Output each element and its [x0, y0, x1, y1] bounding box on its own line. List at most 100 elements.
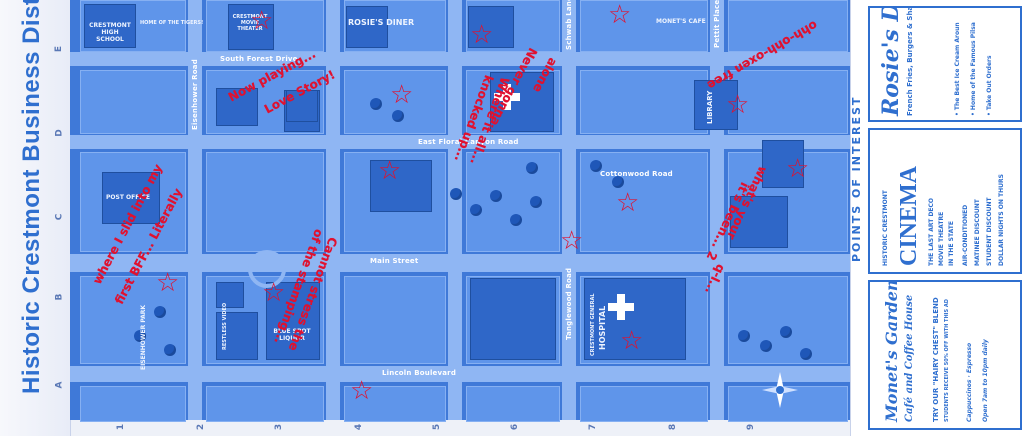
high-school-label: CRESTMONT HIGH SCHOOL	[89, 22, 131, 43]
tree-icon	[760, 340, 772, 352]
city-block	[580, 386, 708, 422]
city-block	[344, 386, 446, 422]
city-block	[206, 152, 324, 252]
tree-icon	[612, 176, 624, 188]
cinema-card-line: THE LAST ART DECO	[928, 197, 935, 266]
city-block	[580, 0, 708, 52]
monets-card-sub: Café and Coffee House	[904, 294, 915, 422]
city-block	[728, 0, 848, 52]
road	[710, 0, 724, 420]
hospital-sublabel: CRESTMONT GENERAL	[590, 293, 596, 356]
road	[188, 0, 202, 420]
city-block	[80, 70, 186, 134]
hospital-building	[584, 278, 686, 360]
grid-letter: A	[54, 381, 65, 389]
monets-card-drinks: Cappuccinos · Espresso	[966, 342, 973, 422]
movie-theater-building	[228, 4, 274, 50]
building	[216, 282, 244, 308]
video-store-building	[216, 312, 258, 360]
star-doodle-icon: ☆	[390, 80, 414, 110]
star-doodle-icon: ☆	[262, 278, 286, 308]
title-band: Historic Crestmont Business Distr	[0, 0, 71, 436]
poi-heading: POINTS OF INTEREST	[850, 95, 863, 262]
building	[762, 140, 804, 188]
rosies-card-name: Rosie's Diner	[878, 6, 904, 116]
cinema-card-bullet: DOLLAR NIGHTS ON THURS	[998, 174, 1005, 266]
tree-icon	[530, 196, 542, 208]
star-doodle-icon: ☆	[726, 90, 750, 120]
cinema-card-bullet: MATINEE DISCOUNT	[974, 199, 981, 266]
road	[562, 0, 576, 420]
building	[730, 196, 788, 248]
star-doodle-icon: ☆	[350, 376, 374, 406]
star-doodle-icon: ☆	[616, 188, 640, 218]
grid-letter: C	[54, 213, 65, 221]
tree-icon	[450, 188, 462, 200]
grid-letter: D	[54, 129, 65, 137]
high-school-building	[84, 4, 136, 48]
grid-number: 8	[668, 423, 679, 431]
street-label-forest: South Forest Drive	[220, 55, 298, 63]
tree-icon	[490, 190, 502, 202]
cinema-card-bullet: AIR-CONDITIONED	[962, 204, 969, 266]
monets-garden-card: Monet's Garden Café and Coffee House TRY…	[868, 280, 1022, 430]
grid-letter: B	[54, 293, 65, 301]
tree-icon	[164, 344, 176, 356]
street-label-eisenhower: Eisenhower Road	[191, 59, 199, 130]
street-label-schwab: Schwab Lane	[565, 0, 573, 50]
district-map: Main Street Lincoln Boulevard East Flora…	[70, 0, 850, 422]
cinema-card: HISTORIC CRESTMONT CINEMA THE LAST ART D…	[868, 128, 1022, 274]
liquor-store-building	[266, 282, 320, 360]
city-block	[344, 276, 446, 364]
star-doodle-icon: ☆	[608, 0, 632, 30]
tree-icon	[370, 98, 382, 110]
tree-icon	[780, 326, 792, 338]
rosies-card-line: • Take Out Orders	[986, 55, 993, 116]
monets-card-name: Monet's Garden	[882, 280, 901, 422]
cinema-card-line: IN THE STATE	[948, 221, 955, 266]
rosies-card-line: • The Best Ice Cream Aroun	[954, 22, 961, 116]
grid-letters: A B C D E	[54, 0, 70, 436]
map-title: Historic Crestmont Business Distr	[18, 0, 45, 394]
star-doodle-icon: ☆	[786, 154, 810, 184]
diner-building	[346, 6, 388, 48]
street-label-cottonwood: Cottonwood Road	[600, 170, 673, 178]
star-doodle-icon: ☆	[378, 156, 402, 186]
building	[216, 88, 258, 126]
star-doodle-icon: ☆	[156, 268, 180, 298]
cinema-card-bullet: STUDENT DISCOUNT	[986, 197, 993, 266]
liquor-label: BLUE SPOT LIQUOR	[273, 328, 311, 342]
grid-number: 1	[116, 423, 127, 431]
hospital-label: HOSPITAL	[598, 305, 607, 350]
compass-rose-icon	[762, 372, 798, 408]
city-block	[466, 386, 560, 422]
road	[326, 0, 340, 420]
city-block	[344, 70, 446, 134]
building	[468, 6, 514, 48]
city-block	[80, 386, 186, 422]
hospital-cross-icon	[608, 294, 634, 320]
monets-card-promo: TRY OUR "HAIRY CHEST" BLEND	[932, 297, 940, 422]
tree-icon	[510, 214, 522, 226]
video-label: RESTLESS VIDEO	[222, 302, 228, 350]
grid-number: 2	[196, 423, 207, 431]
building	[370, 160, 432, 212]
star-doodle-icon: ☆	[560, 226, 584, 256]
grid-number: 7	[588, 423, 599, 431]
tree-icon	[392, 110, 404, 122]
rosies-card-line: • Home of the Famous Pilsa	[970, 22, 977, 116]
tree-icon	[134, 330, 146, 342]
grid-number: 3	[274, 423, 285, 431]
star-doodle-icon: ☆	[250, 6, 274, 36]
roundabout	[248, 250, 286, 288]
street-label-main: Main Street	[370, 257, 419, 265]
park-label: EISENHOWER PARK	[140, 304, 147, 370]
tigers-label: Home of the TIGERS!	[140, 20, 204, 26]
grid-numbers: 1 2 3 4 5 6 7 8 9	[70, 418, 890, 436]
monets-card-promo2: STUDENTS RECEIVE 50% OFF WITH THIS AD	[944, 299, 950, 422]
city-block	[728, 70, 848, 134]
street-label-floral: East Floral Canyon Road	[418, 138, 519, 146]
city-block	[580, 70, 708, 134]
city-block	[206, 386, 324, 422]
clinic-building	[490, 72, 554, 132]
